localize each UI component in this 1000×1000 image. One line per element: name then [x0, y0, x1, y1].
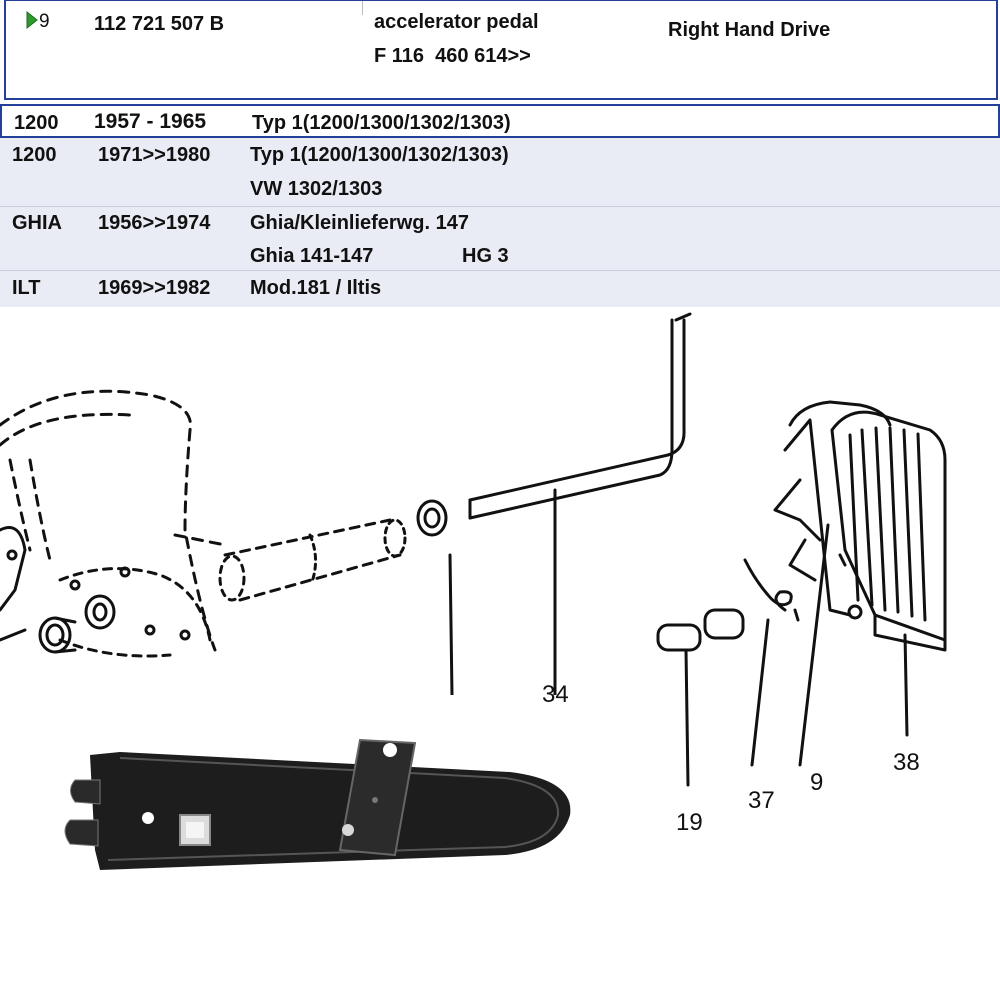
- mounting-plate: [58, 566, 212, 658]
- header-divider: [362, 1, 363, 15]
- model-cell: 1200: [12, 144, 57, 166]
- part-description: accelerator pedal: [374, 11, 539, 33]
- pedal-frame: [773, 400, 892, 767]
- bushing: [38, 616, 77, 654]
- type-cell: Typ 1(1200/1300/1302/1303): [250, 144, 509, 166]
- pedal-pad: [830, 410, 947, 737]
- return-spring: [743, 558, 800, 767]
- callout-34: 34: [542, 681, 569, 708]
- row-divider: [0, 206, 1000, 207]
- table-row[interactable]: GHIA 1956>>1974 Ghia/Kleinlieferwg. 147 …: [0, 207, 1000, 270]
- table-row[interactable]: 1200 1957 - 1965 Typ 1(1200/1300/1302/13…: [0, 104, 1000, 138]
- group-cell: HG 3: [462, 245, 509, 267]
- pedal-photo: [0, 695, 615, 910]
- callout-38: 38: [893, 749, 920, 776]
- years-cell: 1956>>1974: [98, 212, 211, 234]
- body-outline-dashed: [0, 389, 227, 652]
- drive-note: Right Hand Drive: [668, 19, 831, 41]
- callout-19: 19: [676, 809, 703, 836]
- table-row[interactable]: 1200 1971>>1980 Typ 1(1200/1300/1302/130…: [0, 138, 1000, 206]
- accelerator-rod: [468, 312, 692, 697]
- type-cell: Ghia 141-147: [250, 245, 374, 267]
- pivot-pin: [656, 608, 745, 787]
- table-row[interactable]: ILT 1969>>1982 Mod.181 / Iltis: [0, 271, 1000, 307]
- type-cell: Ghia/Kleinlieferwg. 147: [250, 212, 469, 234]
- years-cell: 1969>>1982: [98, 277, 211, 299]
- pedal-bracket: [0, 526, 27, 642]
- callout-9: 9: [810, 769, 823, 796]
- model-cell: GHIA: [12, 212, 62, 234]
- type-cell: VW 1302/1303: [250, 178, 383, 200]
- years-cell: 1971>>1980: [98, 144, 211, 166]
- shaft-tube: [218, 518, 407, 602]
- part-header: 9 112 721 507 B accelerator pedal F 116 …: [4, 0, 998, 100]
- parts-diagram: 34 38 9 37 19: [0, 312, 947, 910]
- washer: [416, 499, 454, 697]
- part-number: 112 721 507 B: [94, 13, 225, 35]
- type-cell: Typ 1(1200/1300/1302/1303): [252, 112, 511, 134]
- callout-37: 37: [748, 787, 775, 814]
- row-divider: [0, 270, 1000, 271]
- type-cell: Mod.181 / Iltis: [250, 277, 382, 299]
- application-table: 1200 1957 - 1965 Typ 1(1200/1300/1302/13…: [0, 104, 1000, 307]
- position-number: 9: [39, 11, 50, 32]
- play-triangle-icon[interactable]: [26, 11, 38, 29]
- model-cell: ILT: [12, 277, 41, 299]
- years-cell: 1957 - 1965: [94, 110, 207, 133]
- model-cell: 1200: [14, 112, 59, 134]
- chassis-range: F 116 460 614>>: [374, 45, 531, 67]
